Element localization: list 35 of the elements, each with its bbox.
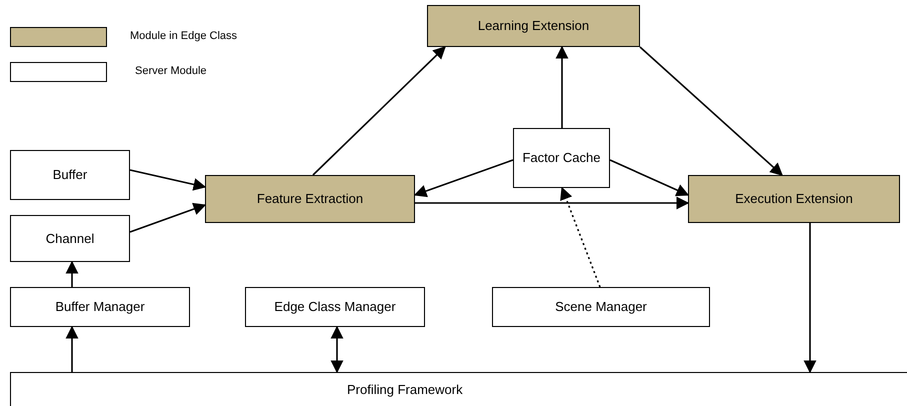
node-label: Learning Extension [478,17,590,35]
node-label: Factor Cache [522,149,601,167]
arrow [414,159,514,198]
arrow [415,196,690,210]
arrow [312,46,446,176]
edge-module-box [688,175,900,223]
server-module-box [245,287,425,327]
edge-module-box [427,5,640,47]
node-label: Edge Class Manager [274,298,396,316]
arrow [560,186,601,288]
server-module-box [10,215,130,262]
arrow [610,159,690,196]
node-label: Buffer Manager [55,298,145,316]
arrow [130,169,206,191]
node-label: Profiling Framework [347,381,463,399]
arrow [804,223,816,374]
server-module-box [10,372,907,406]
legend-label: Server Module [135,65,207,77]
edge-module-box [205,175,415,223]
node-label: Buffer [52,166,88,184]
server-module-box [513,128,610,188]
server-module-box [10,150,130,200]
server-module-box [492,287,710,327]
arrow [130,202,206,233]
node-label: Channel [46,230,94,248]
legend-label: Module in Edge Class [130,30,238,42]
arrow [556,46,568,128]
arrow [66,326,78,372]
arrow [330,326,344,374]
node-label: Feature Extraction [256,190,364,208]
node-label: Execution Extension [735,190,853,208]
arrow [639,46,783,176]
node-label: Scene Manager [555,298,647,316]
arrow [66,260,78,287]
server-module-box [10,287,190,327]
